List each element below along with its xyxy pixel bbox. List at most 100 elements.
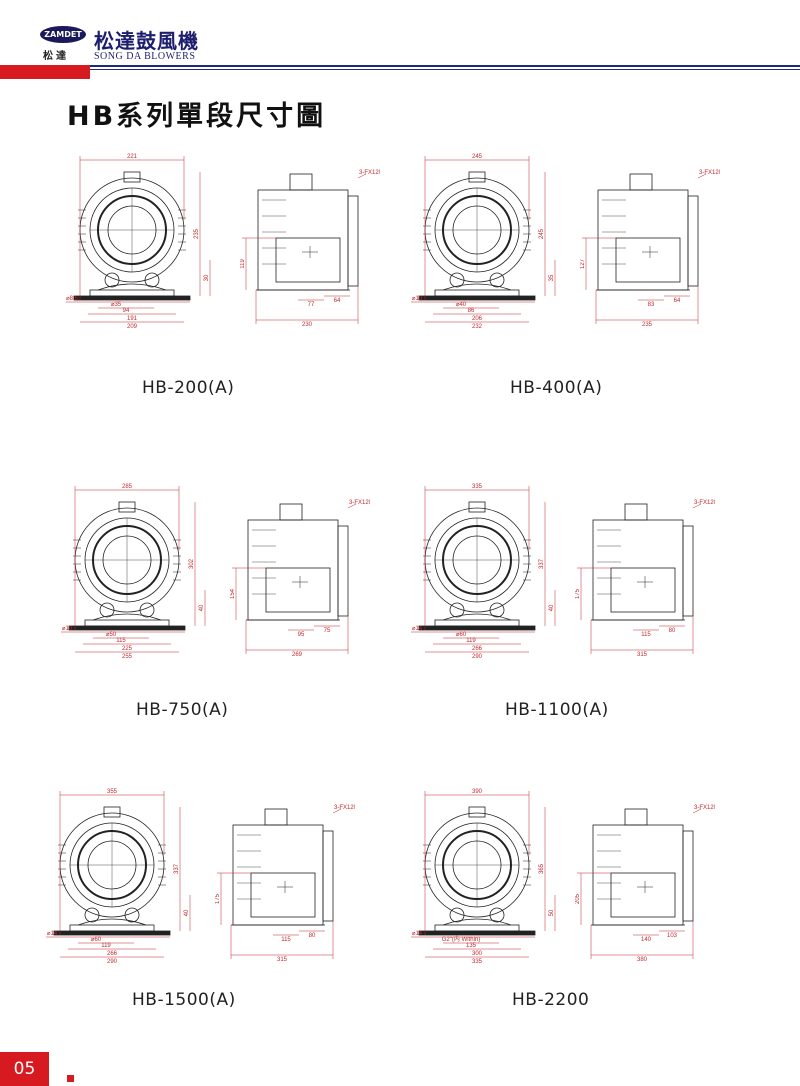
front-dim-2: 266 [107,951,118,957]
side-dim-2: 80 [669,628,676,634]
side-length: 269 [292,652,303,658]
side-length: 235 [642,322,653,328]
page-title: HB系列單段尺寸圖 [67,101,327,132]
side-height: 154 [230,588,236,599]
front-dim-1: 135 [466,943,477,949]
front-height: 337 [174,863,180,874]
side-height: 119 [240,259,246,269]
side-dim-1: 77 [308,302,315,308]
side-thread-spec: 3-FX120° [694,500,715,506]
front-base-height: 40 [549,604,555,611]
footer-accent-square [67,1075,74,1082]
front-dim-1: 115 [116,638,126,644]
header-accent-bar [0,65,90,79]
side-view-drawing: 3-FX120° 175 115 80 315 [575,500,715,658]
side-height: 205 [575,893,581,904]
side-height: 127 [580,258,586,269]
brand-logo: ZAMDET [40,26,86,43]
front-height: 337 [539,558,545,569]
front-base-height: 50 [549,909,555,916]
side-thread-spec: 3-FX120° [349,500,370,506]
front-dim-1: 119 [101,943,111,949]
side-dim-2: 64 [334,298,341,304]
front-port-dia: G2"(内 Within) [442,935,480,943]
front-dim-1: 86 [468,308,475,314]
front-port-dia: ⌀60 [456,632,467,638]
model-label: HB-1500(A) [132,990,236,1010]
front-width-total: 221 [127,154,138,160]
front-dim-3: 232 [472,324,483,330]
header-rule [0,65,800,67]
page-number: 05 [0,1052,49,1086]
front-port-dia: ⌀60 [91,937,102,943]
front-dim-2: 225 [122,646,133,652]
front-flange-dia: ⌀14 [412,931,423,937]
side-length: 315 [637,652,648,658]
front-base-height: 35 [549,274,555,281]
front-base-height: 40 [199,604,205,611]
side-thread-spec: 3-FX120° [699,170,720,176]
side-length: 230 [302,322,313,328]
side-thread-spec: 3-FX120° [359,170,380,176]
side-dim-1: 115 [281,937,291,943]
side-dim-1: 115 [641,632,651,638]
front-dim-2: 206 [472,316,483,322]
model-label: HB-400(A) [510,378,603,398]
side-dim-2: 64 [674,298,681,304]
side-height: 175 [215,893,221,904]
side-view-drawing: 3-FX120° 154 95 75 269 [230,500,370,658]
side-dim-1: 140 [641,937,652,943]
front-height: 365 [539,863,545,874]
side-view-drawing: 3-FX120° 175 115 80 315 [215,805,355,963]
header-rule-thin [0,69,800,70]
side-thread-spec: 3-FX120° [694,805,715,811]
front-dim-3: 209 [127,324,138,330]
side-length: 315 [277,957,288,963]
front-height: 245 [539,228,545,239]
front-dim-1: 94 [123,308,130,314]
front-dim-2: 191 [127,316,138,322]
side-height: 175 [575,588,581,599]
side-dim-2: 80 [309,933,316,939]
model-label: HB-200(A) [142,378,235,398]
front-width-total: 355 [107,789,118,795]
side-thread-spec: 3-FX120° [334,805,355,811]
front-base-height: 40 [184,909,190,916]
model-label: HB-2200 [512,990,590,1010]
side-view-drawing: 3-FX120° 127 83 64 235 [580,170,720,328]
front-dim-1: 119 [466,638,476,644]
front-dim-3: 335 [472,959,483,965]
front-flange-dia: ⌀10 [412,296,423,302]
side-dim-1: 95 [298,632,305,638]
front-dim-3: 290 [472,654,483,660]
front-base-height: 30 [204,274,210,281]
brand-logo-sub: 松達 [43,51,69,62]
front-width-total: 335 [472,484,483,490]
side-view-drawing: 3-FX120° 205 140 103 380 [575,805,715,963]
front-dim-2: 266 [472,646,483,652]
front-flange-dia: ⌀8.5 [66,296,79,302]
side-dim-1: 83 [648,302,655,308]
front-flange-dia: ⌀10 [62,626,73,632]
page-header: ZAMDET 松達 松達鼓風機 SONG DA BLOWERS [0,0,800,80]
side-dim-2: 75 [324,628,331,634]
front-width-total: 285 [122,484,133,490]
front-port-dia: ⌀50 [106,632,117,638]
front-dim-3: 290 [107,959,118,965]
brand-name-cn: 松達鼓風機 [94,29,199,53]
side-length: 380 [637,957,648,963]
front-dim-2: 300 [472,951,483,957]
front-height: 235 [194,228,200,239]
front-flange-dia: ⌀14 [47,931,58,937]
side-dim-2: 103 [667,933,678,939]
brand-name-en: SONG DA BLOWERS [94,51,196,62]
front-height: 302 [189,558,195,569]
front-port-dia: ⌀35 [111,302,122,308]
model-label: HB-1100(A) [505,700,609,720]
side-view-drawing: 3-FX120° 119 77 64 230 [240,170,380,328]
